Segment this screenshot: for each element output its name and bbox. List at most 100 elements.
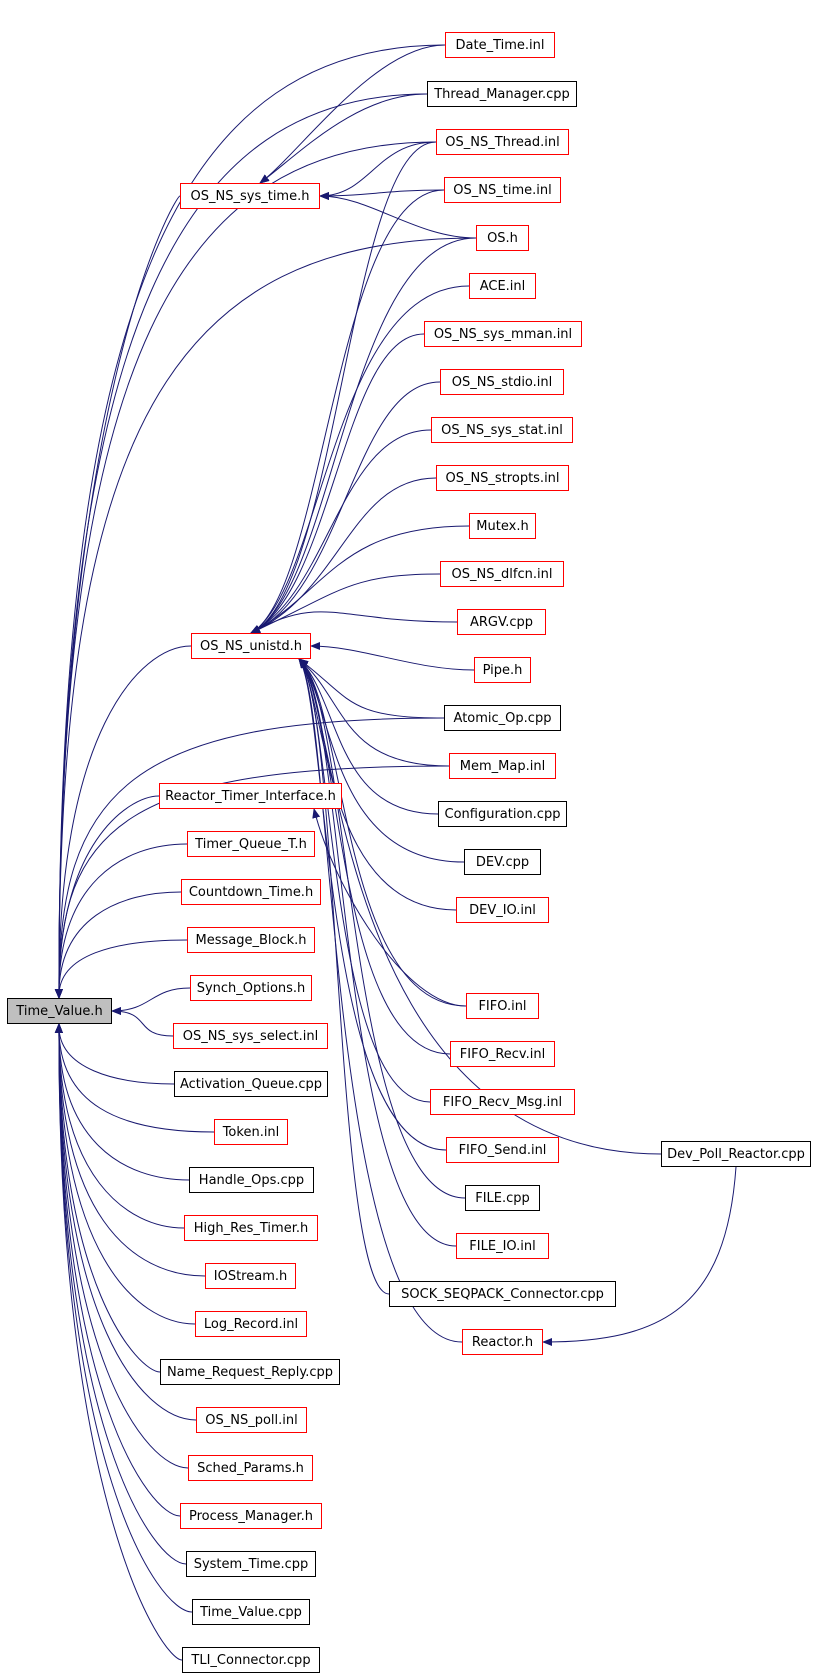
edge-file-cpp-to-os-ns-unistd-h [298,658,466,1199]
node-file-cpp[interactable]: FILE.cpp [465,1185,540,1211]
node-argv-cpp[interactable]: ARGV.cpp [457,609,546,635]
edge-argv-cpp-to-os-ns-unistd-h [250,611,458,634]
node-fifo-recv-msg-inl[interactable]: FIFO_Recv_Msg.inl [430,1089,575,1115]
edge-os-h-to-os-ns-sys-time-h [319,192,477,239]
edge-configuration-cpp-to-os-ns-unistd-h [298,658,439,815]
node-activation-queue-cpp[interactable]: Activation_Queue.cpp [174,1071,328,1097]
edge-countdown-time-h-to-time-value-h [54,891,182,999]
edge-dev-cpp-to-os-ns-unistd-h [298,658,465,863]
edge-pipe-h-to-os-ns-unistd-h [310,642,475,671]
edge-os-ns-thread-inl-to-time-value-h [54,141,437,999]
node-fifo-recv-inl[interactable]: FIFO_Recv.inl [450,1041,555,1067]
node-os-ns-thread-inl[interactable]: OS_NS_Thread.inl [436,129,569,155]
node-timer-queue-t-h[interactable]: Timer_Queue_T.h [187,831,315,857]
node-file-io-inl[interactable]: FILE_IO.inl [456,1233,549,1259]
node-os-ns-sys-stat-inl[interactable]: OS_NS_sys_stat.inl [431,417,573,443]
edge-file-io-inl-to-os-ns-unistd-h [298,658,457,1247]
node-system-time-cpp[interactable]: System_Time.cpp [186,1551,316,1577]
edge-system-time-cpp-to-time-value-h [54,1023,187,1565]
node-os-ns-unistd-h[interactable]: OS_NS_unistd.h [191,633,311,659]
edge-process-manager-h-to-time-value-h [54,1023,181,1517]
edge-token-inl-to-time-value-h [54,1023,215,1133]
node-synch-options-h[interactable]: Synch_Options.h [190,975,312,1001]
node-configuration-cpp[interactable]: Configuration.cpp [438,801,567,827]
edge-high-res-timer-h-to-time-value-h [54,1023,185,1229]
edge-os-ns-sys-mman-inl-to-os-ns-unistd-h [250,333,425,634]
node-mem-map-inl[interactable]: Mem_Map.inl [449,753,556,779]
node-atomic-op-cpp[interactable]: Atomic_Op.cpp [444,705,561,731]
node-dev-poll-reactor-cpp[interactable]: Dev_Poll_Reactor.cpp [661,1141,811,1167]
edge-reactor-timer-interface-h-to-time-value-h [54,795,160,999]
edge-os-ns-stropts-inl-to-os-ns-unistd-h [250,477,437,634]
edge-os-ns-time-inl-to-os-ns-unistd-h [250,189,445,634]
edge-timer-queue-t-h-to-time-value-h [54,843,188,999]
node-sock-seqpack-connector-cpp[interactable]: SOCK_SEQPACK_Connector.cpp [389,1281,616,1307]
node-os-ns-poll-inl[interactable]: OS_NS_poll.inl [196,1407,307,1433]
node-time-value-cpp[interactable]: Time_Value.cpp [192,1599,310,1625]
node-reactor-timer-interface-h[interactable]: Reactor_Timer_Interface.h [159,783,342,809]
node-os-h[interactable]: OS.h [476,225,529,251]
edge-name-request-reply-cpp-to-time-value-h [54,1023,161,1373]
edge-fifo-inl-to-os-ns-unistd-h [298,658,467,1007]
edge-os-ns-dlfcn-inl-to-os-ns-unistd-h [250,573,441,634]
node-os-ns-sys-select-inl[interactable]: OS_NS_sys_select.inl [173,1023,328,1049]
node-tli-connector-cpp[interactable]: TLI_Connector.cpp [182,1647,320,1673]
node-countdown-time-h[interactable]: Countdown_Time.h [181,879,321,905]
node-os-ns-sys-time-h[interactable]: OS_NS_sys_time.h [180,183,320,209]
node-os-ns-stropts-inl[interactable]: OS_NS_stropts.inl [436,465,569,491]
edge-thread-manager-cpp-to-os-ns-sys-time-h [259,93,428,184]
node-reactor-h[interactable]: Reactor.h [462,1329,543,1355]
node-message-block-h[interactable]: Message_Block.h [187,927,315,953]
node-ace-inl[interactable]: ACE.inl [469,273,536,299]
node-token-inl[interactable]: Token.inl [214,1119,288,1145]
node-sched-params-h[interactable]: Sched_Params.h [188,1455,313,1481]
node-fifo-inl[interactable]: FIFO.inl [466,993,539,1019]
edge-os-ns-time-inl-to-os-ns-sys-time-h [319,189,445,200]
edge-handle-ops-cpp-to-time-value-h [54,1023,190,1181]
edge-os-h-to-os-ns-unistd-h [250,237,477,634]
edge-date-time-inl-to-time-value-h [54,44,446,999]
edge-os-ns-sys-select-inl-to-time-value-h [111,1007,174,1037]
edge-iostream-h-to-time-value-h [54,1023,206,1277]
node-time-value-h: Time_Value.h [7,998,112,1024]
edge-fifo-send-inl-to-os-ns-unistd-h [298,658,447,1151]
edge-os-ns-poll-inl-to-time-value-h [54,1023,197,1421]
node-os-ns-time-inl[interactable]: OS_NS_time.inl [444,177,561,203]
edge-mem-map-inl-to-os-ns-unistd-h [298,658,450,767]
edge-time-value-cpp-to-time-value-h [54,1023,193,1613]
node-pipe-h[interactable]: Pipe.h [474,657,531,683]
node-date-time-inl[interactable]: Date_Time.inl [445,32,555,58]
edge-atomic-op-cpp-to-os-ns-unistd-h [298,658,445,719]
node-handle-ops-cpp[interactable]: Handle_Ops.cpp [189,1167,314,1193]
edge-mutex-h-to-os-ns-unistd-h [250,525,470,634]
edge-activation-queue-cpp-to-time-value-h [54,1023,175,1085]
node-log-record-inl[interactable]: Log_Record.inl [195,1311,307,1337]
edge-ace-inl-to-os-ns-unistd-h [250,285,470,634]
node-thread-manager-cpp[interactable]: Thread_Manager.cpp [427,81,577,107]
node-name-request-reply-cpp[interactable]: Name_Request_Reply.cpp [160,1359,340,1385]
edge-thread-manager-cpp-to-time-value-h [54,93,428,999]
edge-os-ns-stdio-inl-to-os-ns-unistd-h [250,381,441,634]
edge-sock-seqpack-connector-cpp-to-os-ns-unistd-h [298,658,390,1295]
edge-dev-poll-reactor-cpp-to-reactor-h [542,1166,737,1346]
edge-os-ns-thread-inl-to-os-ns-sys-time-h [319,141,437,200]
edge-message-block-h-to-time-value-h [54,939,188,999]
node-high-res-timer-h[interactable]: High_Res_Timer.h [184,1215,318,1241]
node-os-ns-stdio-inl[interactable]: OS_NS_stdio.inl [440,369,564,395]
node-mutex-h[interactable]: Mutex.h [469,513,536,539]
edge-os-ns-thread-inl-to-os-ns-unistd-h [250,141,437,634]
node-os-ns-sys-mman-inl[interactable]: OS_NS_sys_mman.inl [424,321,582,347]
edge-date-time-inl-to-os-ns-sys-time-h [259,44,446,184]
node-dev-io-inl[interactable]: DEV_IO.inl [456,897,549,923]
node-dev-cpp[interactable]: DEV.cpp [464,849,541,875]
edge-os-ns-unistd-h-to-time-value-h [54,645,192,999]
edge-atomic-op-cpp-to-time-value-h [54,717,445,999]
node-os-ns-dlfcn-inl[interactable]: OS_NS_dlfcn.inl [440,561,564,587]
edge-log-record-inl-to-time-value-h [54,1023,196,1325]
edge-os-h-to-time-value-h [54,237,477,999]
node-iostream-h[interactable]: IOStream.h [205,1263,296,1289]
node-process-manager-h[interactable]: Process_Manager.h [180,1503,322,1529]
node-fifo-send-inl[interactable]: FIFO_Send.inl [446,1137,559,1163]
